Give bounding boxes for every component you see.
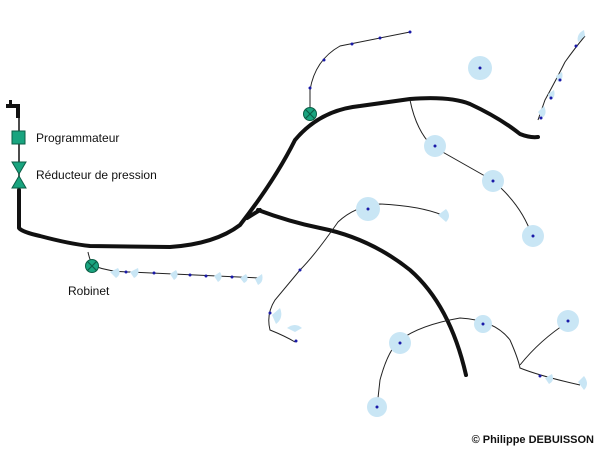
valve-label: Robinet bbox=[68, 284, 110, 298]
drip-lines bbox=[87, 31, 586, 408]
emitter-dot bbox=[298, 268, 302, 272]
drip-line-right-top bbox=[537, 35, 586, 121]
emitter-dot bbox=[538, 374, 542, 378]
spray-sector bbox=[577, 30, 585, 42]
emitter-dot bbox=[481, 322, 485, 326]
main-pipe-supply bbox=[17, 96, 540, 249]
emitter-dot bbox=[124, 270, 128, 274]
main-pipes bbox=[17, 96, 540, 377]
emitter-dot bbox=[539, 116, 543, 120]
spray-sector bbox=[170, 270, 178, 280]
emitter-dot bbox=[322, 58, 326, 62]
spray-sector bbox=[545, 374, 553, 384]
circle-cross-valve-icon bbox=[303, 107, 317, 121]
spray-sector bbox=[214, 272, 222, 282]
spray-sector bbox=[538, 106, 546, 118]
spray-sector bbox=[240, 274, 248, 283]
emitter-dot bbox=[478, 66, 482, 70]
emitter-dot bbox=[230, 275, 234, 279]
spray-sector bbox=[578, 376, 587, 390]
spray-sector bbox=[255, 274, 263, 285]
faucet-icon bbox=[6, 100, 20, 118]
emitter-dot bbox=[566, 319, 570, 323]
emitter-dot bbox=[491, 179, 495, 183]
emitter-dot bbox=[350, 42, 354, 46]
pressure-reducer-label: Réducteur de pression bbox=[36, 168, 157, 182]
emitter-dot bbox=[574, 44, 578, 48]
hourglass-triangles-icon bbox=[11, 161, 27, 189]
circle-cross-valve-icon bbox=[85, 259, 99, 273]
square-programmer-icon bbox=[11, 130, 26, 145]
drip-line-bubblers-a bbox=[409, 99, 533, 237]
spray-sector bbox=[438, 209, 449, 222]
emitter-dot bbox=[531, 234, 535, 238]
spray-sector bbox=[110, 268, 120, 278]
programmer-label: Programmateur bbox=[36, 131, 120, 145]
spray-zones bbox=[110, 30, 587, 417]
emitter-dot bbox=[378, 36, 382, 40]
emitter-dot bbox=[204, 274, 208, 278]
emitter-dot bbox=[152, 271, 156, 275]
emitter-dot bbox=[375, 405, 379, 409]
main-pipe-offshoot bbox=[245, 208, 262, 220]
emitter-dot bbox=[433, 144, 437, 148]
emitter-dot bbox=[188, 273, 192, 277]
emitter-dot bbox=[308, 86, 312, 90]
emitter-dot bbox=[294, 339, 298, 343]
drip-line-top bbox=[309, 31, 411, 110]
emitter-dot bbox=[549, 96, 553, 100]
emitter-dot bbox=[268, 311, 272, 315]
spray-sector bbox=[130, 268, 139, 278]
main-pipe-branch bbox=[256, 208, 468, 377]
emitter-dot bbox=[398, 341, 402, 345]
emitter-dot bbox=[408, 30, 412, 34]
copyright-notice: © Philippe DEBUISSON bbox=[471, 434, 594, 446]
emitter-dot bbox=[366, 207, 370, 211]
spray-sector bbox=[272, 308, 282, 324]
emitter-dot bbox=[558, 78, 562, 82]
spray-sector bbox=[287, 325, 302, 332]
emitters bbox=[124, 30, 578, 409]
